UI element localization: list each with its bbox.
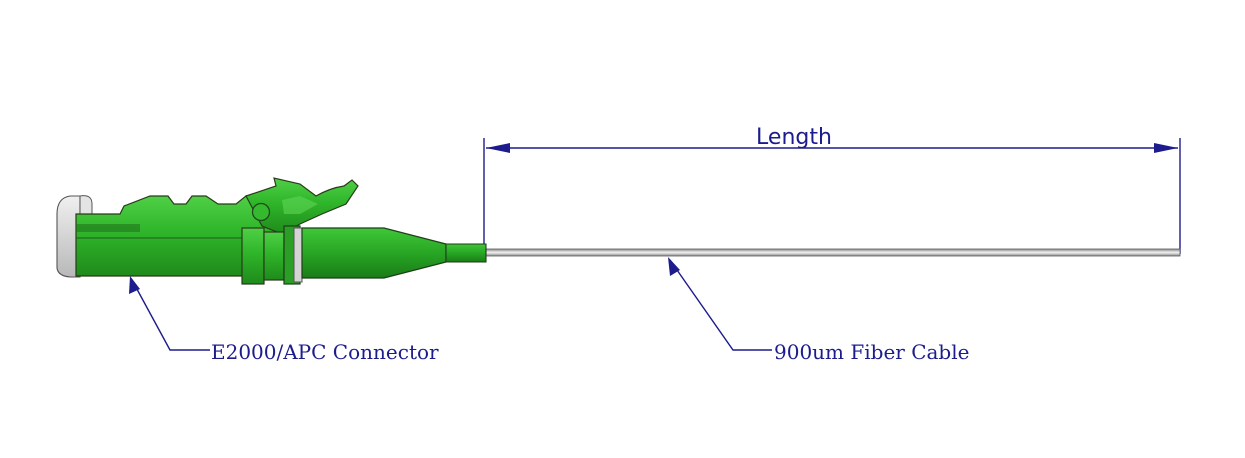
boot-tail xyxy=(445,243,487,263)
e2000-apc-connector xyxy=(56,177,487,285)
length-dimension: Length xyxy=(483,125,1181,254)
connector-collar xyxy=(263,231,285,281)
cable-leader xyxy=(669,259,772,351)
cable-callout: 900um Fiber Cable xyxy=(668,257,969,364)
fiber-cable xyxy=(483,248,1181,257)
length-label: Length xyxy=(756,125,832,150)
connector-callout: E2000/APC Connector xyxy=(129,276,439,364)
cable-label: 900um Fiber Cable xyxy=(774,340,969,364)
cable-leader-arrow xyxy=(668,257,680,276)
connector-leader-arrow xyxy=(129,276,140,294)
dimension-arrow-left xyxy=(486,143,510,153)
connector-rail xyxy=(76,224,140,232)
latch-highlight xyxy=(282,196,318,214)
crimp-ring-band xyxy=(293,227,303,283)
cable-body xyxy=(483,248,1181,257)
connector-rear-body xyxy=(241,227,265,285)
connector-shutter-lip xyxy=(79,195,93,215)
connector-shutter xyxy=(56,195,81,278)
connector-label: E2000/APC Connector xyxy=(211,340,439,364)
latch-pivot xyxy=(251,202,271,222)
strain-relief-boot xyxy=(301,227,447,279)
dimension-arrow-right xyxy=(1154,143,1178,153)
connector-leader xyxy=(131,279,210,351)
